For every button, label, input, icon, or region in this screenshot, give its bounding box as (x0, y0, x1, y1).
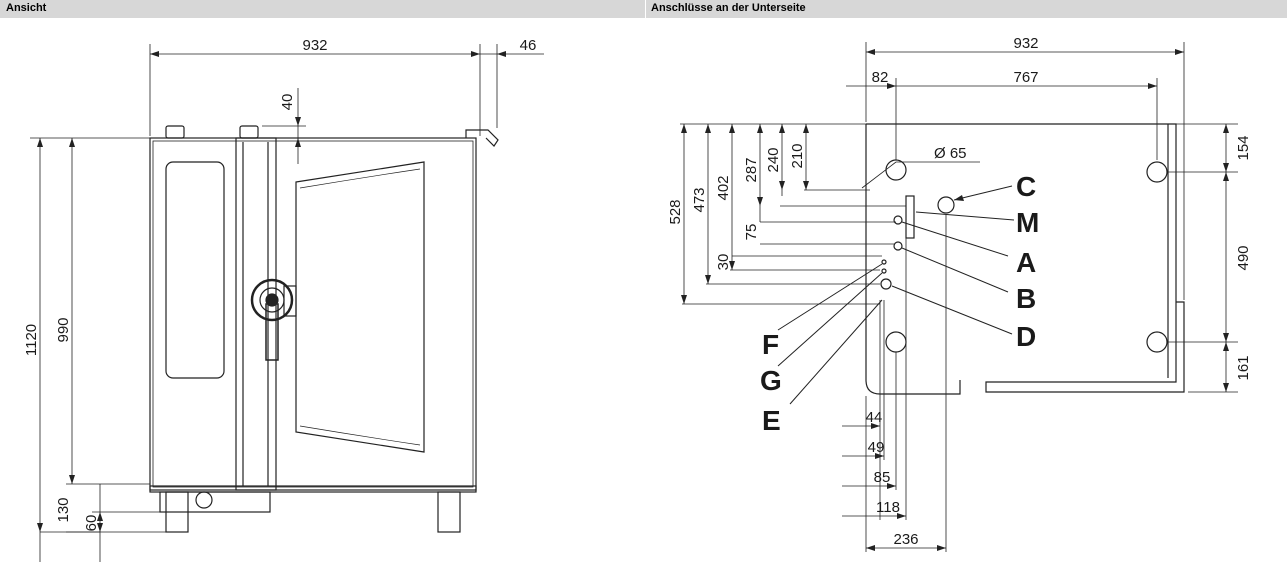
label-c: C (1016, 171, 1036, 202)
view-title: Ansicht (6, 2, 47, 14)
header-divider (645, 0, 646, 18)
dim-body-height: 990 (55, 317, 72, 342)
leader-lines (777, 185, 1015, 405)
leader-arrows (954, 195, 964, 201)
foot-circle-br (1146, 331, 1168, 353)
dim-total-height: 1120 (23, 324, 40, 356)
bottom-view-dimensions (680, 42, 1238, 552)
connection-block (905, 195, 915, 239)
left-window (165, 161, 225, 379)
dim-base-height: 130 (55, 497, 72, 522)
front-view-dimensions (30, 44, 544, 562)
hinge-bracket (465, 129, 499, 147)
foot-circle-bl (885, 331, 907, 353)
label-f: F (762, 329, 779, 360)
connection-d (880, 278, 892, 290)
dim-473: 473 (691, 187, 708, 212)
dim-width-front: 932 (302, 37, 327, 54)
dim-490: 490 (1235, 245, 1252, 270)
dim-diameter: Ø 65 (934, 145, 967, 162)
door-frame (235, 137, 277, 491)
dim-foot-height: 60 (83, 515, 100, 532)
dim-236: 236 (893, 531, 918, 548)
label-d: D (1016, 321, 1036, 352)
bottom-outline (866, 123, 1185, 393)
label-e: E (762, 405, 781, 436)
bottom-view-drawing (865, 123, 1185, 395)
foot-right (437, 491, 461, 533)
bottom-connections-title: Anschlüsse an der Unterseite (651, 2, 806, 14)
dim-118: 118 (876, 499, 900, 516)
connection-f (881, 259, 887, 265)
dim-right-offset: 46 (520, 37, 537, 54)
dim-85: 85 (874, 469, 891, 486)
front-view-drawing (149, 125, 499, 533)
label-m: M (1016, 207, 1039, 238)
dim-528: 528 (667, 199, 684, 224)
label-b: B (1016, 283, 1036, 314)
dim-left-offset: 82 (872, 69, 889, 86)
top-knob-door (239, 125, 259, 139)
dim-width-bottom: 932 (1013, 35, 1038, 52)
dim-30: 30 (715, 254, 732, 271)
door-glass (295, 161, 425, 453)
dim-top-gap: 40 (279, 94, 296, 111)
dim-75: 75 (743, 224, 760, 241)
dim-402: 402 (715, 175, 732, 200)
connection-g (881, 268, 887, 274)
dim-240: 240 (765, 147, 782, 172)
connection-a (893, 241, 903, 251)
foot-circle-tr (1146, 161, 1168, 183)
top-knob-left (165, 125, 185, 139)
bottom-view-arrows (681, 49, 1229, 551)
label-g: G (760, 365, 782, 396)
dim-210: 210 (789, 143, 806, 168)
dim-span: 767 (1013, 69, 1038, 86)
cabinet-outline (149, 137, 477, 491)
front-view-arrows (37, 51, 506, 532)
base-plate (149, 485, 477, 493)
dim-44: 44 (866, 409, 883, 426)
dim-154: 154 (1235, 135, 1252, 160)
dim-161: 161 (1235, 355, 1252, 380)
door-handle (250, 278, 294, 322)
connection-c (937, 196, 955, 214)
foot-circle-tl (885, 159, 907, 181)
label-a: A (1016, 247, 1036, 278)
connection-m (893, 215, 903, 225)
dim-287: 287 (743, 157, 760, 182)
title-bar: Ansicht Anschlüsse an der Unterseite (0, 0, 1287, 18)
dim-49: 49 (868, 439, 885, 456)
